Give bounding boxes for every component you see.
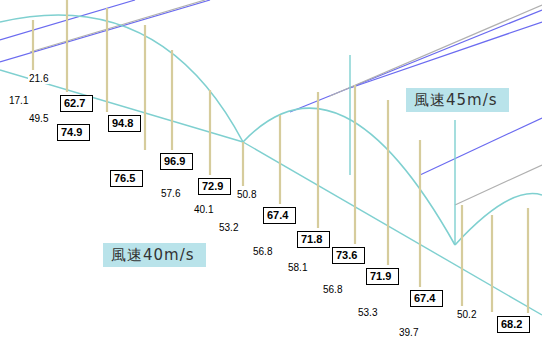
value-label: 56.8 [322, 284, 343, 295]
value-label: 57.6 [160, 188, 181, 199]
load-pole [527, 208, 529, 313]
purlin-line [350, 22, 542, 88]
max-value-box: 94.8 [108, 115, 141, 132]
value-label: 39.7 [398, 327, 419, 338]
load-pole [171, 50, 173, 150]
value-label: 53.3 [357, 307, 378, 318]
frame-line [455, 165, 542, 205]
max-value-box: 67.4 [410, 290, 443, 307]
max-value-box: 76.5 [110, 170, 143, 187]
value-label: 21.6 [28, 73, 49, 84]
wind-speed-text: 風速40m/s [111, 246, 195, 264]
value-text: 62.7 [64, 97, 85, 109]
frame-line [330, 5, 542, 96]
max-value-box: 96.9 [160, 153, 193, 170]
load-pole [419, 140, 421, 287]
value-label: 49.5 [28, 113, 49, 124]
value-text: 76.5 [114, 172, 135, 184]
purlin-line [420, 118, 542, 175]
value-text: 74.9 [61, 126, 82, 138]
column-line [454, 120, 455, 245]
value-text: 71.8 [301, 233, 322, 245]
value-label: 50.8 [236, 189, 257, 200]
value-text: 94.8 [112, 117, 133, 129]
load-pole [317, 92, 319, 228]
load-pole [387, 100, 389, 265]
value-label: 50.2 [456, 309, 477, 320]
load-pole [491, 215, 493, 312]
value-label: 58.1 [287, 262, 308, 273]
arch-rafter [0, 15, 243, 142]
frame-line [30, 0, 205, 52]
eave-line [243, 142, 542, 315]
wind-speed-label: 風速40m/s [103, 243, 206, 267]
load-pole [66, 0, 68, 92]
max-value-box: 68.2 [497, 316, 530, 333]
value-label: 40.1 [193, 204, 214, 215]
value-label: 56.8 [252, 246, 273, 257]
value-text: 67.4 [414, 292, 435, 304]
wind-speed-label: 風速45m/s [406, 88, 509, 112]
load-pole [209, 90, 211, 175]
value-text: 96.9 [164, 155, 185, 167]
max-value-box: 71.9 [366, 268, 399, 285]
max-value-box: 73.6 [332, 247, 365, 264]
max-value-box: 62.7 [60, 95, 93, 112]
arch-rafter [243, 108, 455, 245]
value-text: 72.9 [202, 180, 223, 192]
load-pole [354, 85, 356, 244]
value-text: 68.2 [501, 318, 522, 330]
value-text: 67.4 [267, 209, 288, 221]
column-line [349, 55, 350, 175]
wind-speed-text: 風速45m/s [414, 91, 498, 109]
max-value-box: 72.9 [198, 178, 231, 195]
load-pole [279, 115, 281, 204]
eave-line [0, 70, 243, 142]
load-pole [32, 20, 34, 70]
load-pole [242, 142, 244, 186]
purlin-line [290, 10, 542, 112]
value-text: 71.9 [370, 270, 391, 282]
purlin-line [0, 0, 210, 62]
max-value-box: 71.8 [297, 231, 330, 248]
max-value-box: 74.9 [57, 124, 90, 141]
value-label: 17.1 [8, 95, 29, 106]
load-pole [106, 8, 108, 112]
max-value-box: 67.4 [263, 207, 296, 224]
value-text: 73.6 [336, 249, 357, 261]
load-pole [461, 205, 463, 306]
value-label: 53.2 [218, 222, 239, 233]
load-pole [144, 25, 146, 150]
